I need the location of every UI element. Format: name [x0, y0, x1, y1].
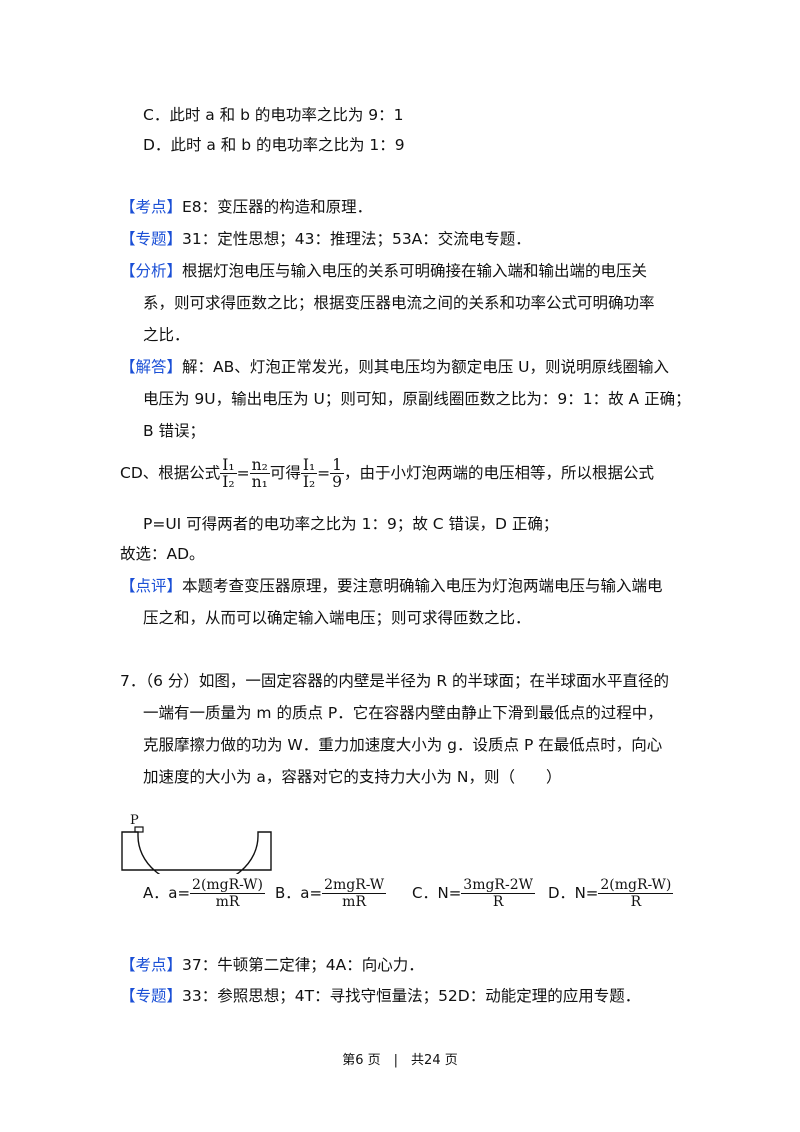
- cd-line-2: P=UI 可得两者的电功率之比为 1：9；故 C 错误，D 正确；: [143, 515, 559, 533]
- equals-sign: =: [236, 464, 250, 482]
- cd-mid: 可得: [269, 464, 301, 482]
- kaodian-text: E8：变压器的构造和原理．: [182, 198, 373, 216]
- jieda-tag: 【解答】: [120, 358, 183, 376]
- frac-num: I₁: [300, 456, 318, 474]
- dianping-line: 【点评】本题考查变压器原理，要注意明确输入电压为灯泡两端电压与输入端电: [120, 576, 663, 596]
- frac-den: I₂: [302, 473, 316, 491]
- guxuan-line: 故选：AD。: [120, 545, 205, 563]
- q7-kaodian-text: 37：牛顿第二定律；4A：向心力．: [182, 956, 424, 974]
- equals-sign: =: [317, 464, 331, 482]
- fenxi-tag: 【分析】: [120, 262, 183, 280]
- frac-den: n₁: [251, 473, 268, 491]
- frac-den: I₂: [222, 473, 235, 491]
- frac-den: R: [630, 894, 642, 910]
- fenxi-text: 根据灯泡电压与输入电压的关系可明确接在输入端和输出端的电压关: [182, 262, 648, 280]
- option-text: 此时 a 和 b 的电功率之比为 9：1: [169, 106, 404, 124]
- point-p-marker: [134, 826, 144, 833]
- kaodian-line: 【考点】E8：变压器的构造和原理．: [120, 197, 372, 217]
- frac-num: I₁: [220, 456, 237, 474]
- option-letter: C．: [412, 884, 438, 902]
- frac-den: mR: [342, 894, 366, 910]
- option-letter: A．: [143, 884, 169, 902]
- option-a-fraction: 2(mgR-W)mR: [190, 877, 265, 910]
- q7-line-1: 7．（6 分）如图，一固定容器的内壁是半径为 R 的半球面；在半球面水平直径的: [120, 672, 670, 690]
- zhuanti-text: 31：定性思想；43：推理法；53A：交流电专题．: [182, 230, 531, 248]
- q7-line-2: 一端有一质量为 m 的质点 P．它在容器内壁由静止下滑到最低点的过程中，: [143, 704, 663, 722]
- jieda-text-3: B 错误；: [143, 422, 206, 440]
- fenxi-text-2: 系，则可求得匝数之比；根据变压器电流之间的关系和功率公式可明确功率: [143, 294, 655, 312]
- q7-zhuanti-tag: 【专题】: [120, 987, 183, 1005]
- option-letter: C．: [143, 106, 170, 124]
- option-lhs: a=: [168, 884, 191, 902]
- frac-num: 2mgR-W: [322, 877, 387, 894]
- fenxi-text-3: 之比．: [143, 326, 190, 344]
- dianping-text: 本题考查变压器原理，要注意明确输入电压为灯泡两端电压与输入端电: [182, 577, 663, 595]
- option-lhs: a=: [300, 884, 323, 902]
- q7-kaodian-tag: 【考点】: [120, 956, 183, 974]
- dianping-tag: 【点评】: [120, 577, 183, 595]
- dianping-text-2: 压之和，从而可以确定输入端电压；则可求得匝数之比．: [143, 609, 531, 627]
- frac-den: mR: [215, 894, 240, 910]
- cd-prefix: CD、根据公式: [120, 464, 221, 482]
- frac-num: 2(mgR-W): [598, 877, 674, 894]
- q7-option-d: D．N=2(mgR-W)R: [548, 877, 674, 910]
- cd-suffix: ，由于小灯泡两端的电压相等，所以根据公式: [344, 464, 655, 482]
- frac-num: 1: [330, 456, 345, 474]
- frac-num: n₂: [249, 456, 270, 474]
- zhuanti-line: 【专题】31：定性思想；43：推理法；53A：交流电专题．: [120, 229, 531, 249]
- option-letter: D．: [548, 884, 575, 902]
- option-c: C．此时 a 和 b 的电功率之比为 9：1: [143, 105, 404, 125]
- q7-zhuanti-line: 【专题】33：参照思想；4T：寻找守恒量法；52D：动能定理的应用专题．: [120, 986, 640, 1006]
- q7-line-3: 克服摩擦力做的功为 W．重力加速度大小为 g．设质点 P 在最低点时，向心: [143, 736, 663, 754]
- option-d: D．此时 a 和 b 的电功率之比为 1：9: [143, 135, 405, 155]
- option-letter: B．: [275, 884, 301, 902]
- q7-kaodian-line: 【考点】37：牛顿第二定律；4A：向心力．: [120, 955, 424, 975]
- frac-den: 9: [332, 473, 343, 491]
- option-d-fraction: 2(mgR-W)R: [598, 877, 674, 910]
- frac-num: 2(mgR-W): [190, 877, 265, 894]
- option-lhs: N=: [574, 884, 599, 902]
- option-lhs: N=: [437, 884, 462, 902]
- zhuanti-tag: 【专题】: [120, 230, 183, 248]
- fenxi-line: 【分析】根据灯泡电压与输入电压的关系可明确接在输入端和输出端的电压关: [120, 261, 647, 281]
- jieda-line: 【解答】解：AB、灯泡正常发光，则其电压均为额定电压 U，则说明原线圈输入: [120, 357, 669, 377]
- hemisphere-container-figure: P: [121, 813, 272, 874]
- jieda-text: 解：AB、灯泡正常发光，则其电压均为额定电压 U，则说明原线圈输入: [182, 358, 670, 376]
- frac-den: R: [492, 894, 504, 910]
- option-text: 此时 a 和 b 的电功率之比为 1：9: [170, 136, 405, 154]
- frac-num: 3mgR-2W: [461, 877, 535, 894]
- q7-zhuanti-text: 33：参照思想；4T：寻找守恒量法；52D：动能定理的应用专题．: [182, 987, 641, 1005]
- kaodian-tag: 【考点】: [120, 198, 183, 216]
- page-footer: 第6 页 | 共24 页: [342, 1053, 458, 1068]
- q7-option-a: A．a=2(mgR-W)mR: [143, 877, 265, 910]
- option-letter: D．: [143, 136, 171, 154]
- q7-line-4: 加速度的大小为 a，容器对它的支持力大小为 N，则（ ）: [143, 768, 562, 786]
- jieda-text-2: 电压为 9U，输出电压为 U；则可知，原副线圈匝数之比为：9：1：故 A 正确；: [143, 390, 691, 408]
- point-p-label: P: [130, 813, 139, 828]
- container-outline: [121, 831, 272, 874]
